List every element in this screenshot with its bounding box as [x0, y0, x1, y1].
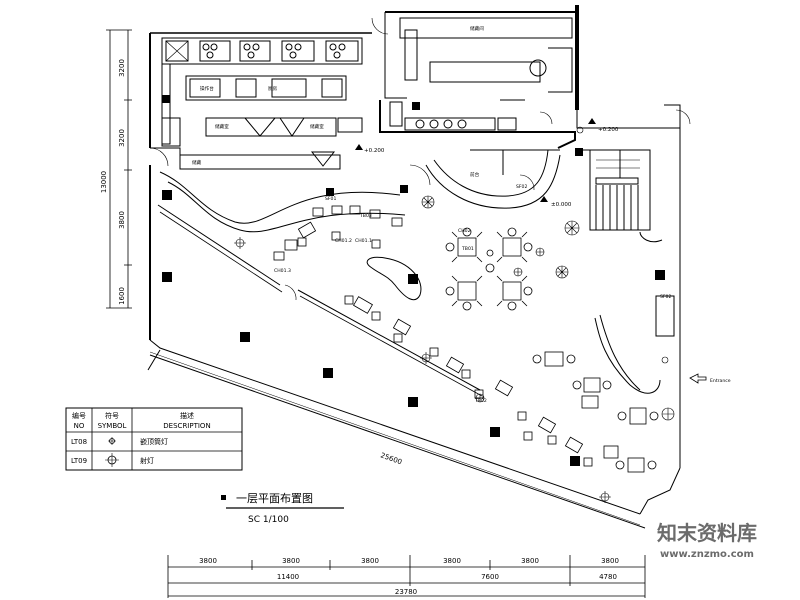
dim-bottom-6: 3800 — [601, 557, 619, 565]
planter-island — [366, 256, 422, 301]
legend-header-no: 编号 — [72, 411, 86, 420]
legend-row-2-no: LT09 — [71, 457, 87, 465]
legend-row-1-desc: 嵌顶筒灯 — [140, 437, 168, 446]
legend-row-1-no: LT08 — [71, 438, 87, 446]
tag-chair-1: CH01.1 — [355, 238, 372, 244]
dim-bottom-5: 3800 — [521, 557, 539, 565]
bottom-dimensions: 3800 3800 3800 3800 3800 3800 11400 7600… — [167, 555, 646, 598]
room-label-3: 储藏室 — [215, 123, 229, 130]
entrance-marker: Entrance — [689, 373, 731, 384]
exterior-walls — [147, 5, 681, 529]
tag-chair-2: CH01.2 — [335, 238, 352, 244]
tag-chair-ch02: CH02 — [458, 228, 471, 234]
legend-header-desc: 描述 — [180, 411, 194, 420]
dim-bottom-4: 3800 — [443, 557, 461, 565]
legend-row-2-desc: 射灯 — [140, 456, 154, 465]
dining-tables — [273, 205, 659, 473]
tag-chair-3: CH01.3 — [274, 268, 291, 274]
bar-counter — [159, 149, 561, 233]
tag-sofa-3: SF02 — [516, 184, 527, 190]
dim-left-3: 3800 — [118, 211, 126, 229]
kitchen-stoves — [165, 40, 359, 62]
legend-table: 编号 符号 描述 NO SYMBOL DESCRIPTION LT08 嵌顶筒灯… — [65, 407, 243, 471]
dim-bottom-2: 3800 — [282, 557, 300, 565]
drawing-scale: SC 1/100 — [248, 515, 289, 525]
legend-header-symbol-en: SYMBOL — [98, 422, 127, 430]
drawing-title-block: 一层平面布置图 SC 1/100 — [221, 492, 344, 525]
level-mark-2: +0.200 — [364, 148, 385, 154]
spotlight-icon — [105, 453, 119, 467]
room-label-5: 厨房 — [268, 85, 278, 92]
tag-sofa-2: SF02 — [660, 294, 671, 300]
drawing-title: 一层平面布置图 — [236, 492, 313, 505]
kitchen-block — [150, 17, 576, 170]
room-label-1: 储藏间 — [470, 25, 484, 32]
tag-sofa: SF01 — [325, 196, 336, 202]
room-labels: 储藏间 操作台 储藏室 储藏室 厨房 储藏 前台 — [192, 25, 484, 178]
stair — [582, 149, 651, 231]
entrance-label: Entrance — [710, 378, 731, 384]
dim-left-1: 3200 — [118, 59, 126, 77]
room-label-4: 储藏室 — [310, 123, 324, 130]
downlight-icon — [108, 437, 116, 445]
dim-left-4: 1600 — [118, 287, 126, 305]
left-dimensions: 13000 3200 3200 3800 1600 — [100, 29, 132, 309]
structural-columns — [162, 95, 665, 466]
legend-header-no-en: NO — [74, 422, 85, 430]
dim-bottom-sub-2: 7600 — [481, 573, 499, 581]
room-label-7: 前台 — [470, 171, 480, 178]
dim-bottom-3: 3800 — [361, 557, 379, 565]
dim-left-2: 3200 — [118, 129, 126, 147]
room-label-2: 操作台 — [200, 85, 214, 92]
dim-bottom-total: 23780 — [395, 588, 417, 596]
level-markers: +0.200 +0.200 ±0.000 — [355, 118, 619, 208]
tag-table-tb03: TB03 — [359, 213, 372, 219]
dim-bottom-sub-3: 4780 — [599, 573, 617, 581]
dim-bottom-sub-1: 11400 — [277, 573, 299, 581]
spotlight-symbols — [234, 126, 669, 503]
watermark-name: 知末资料库 — [657, 521, 757, 545]
tag-table-tb02: TB02 — [474, 398, 487, 404]
dim-diagonal: 25600 — [379, 451, 403, 466]
watermark-url: www.znzmo.com — [660, 549, 754, 560]
dim-bottom-1: 3800 — [199, 557, 217, 565]
tag-table-tb01: TB01 — [461, 246, 474, 252]
level-mark-1: +0.200 — [598, 127, 619, 133]
plant-symbols — [421, 195, 675, 421]
legend-header-symbol: 符号 — [105, 411, 119, 420]
furniture-tags: SF01 SF02 SF02 CH01.1 CH01.2 CH01.3 CH02… — [274, 184, 671, 404]
level-mark-3: ±0.000 — [551, 202, 572, 208]
watermark: 知末资料库 www.znzmo.com — [652, 512, 792, 564]
legend-header-desc-en: DESCRIPTION — [163, 422, 210, 430]
room-label-6: 储藏 — [192, 159, 202, 166]
dim-left-total: 13000 — [100, 171, 108, 193]
